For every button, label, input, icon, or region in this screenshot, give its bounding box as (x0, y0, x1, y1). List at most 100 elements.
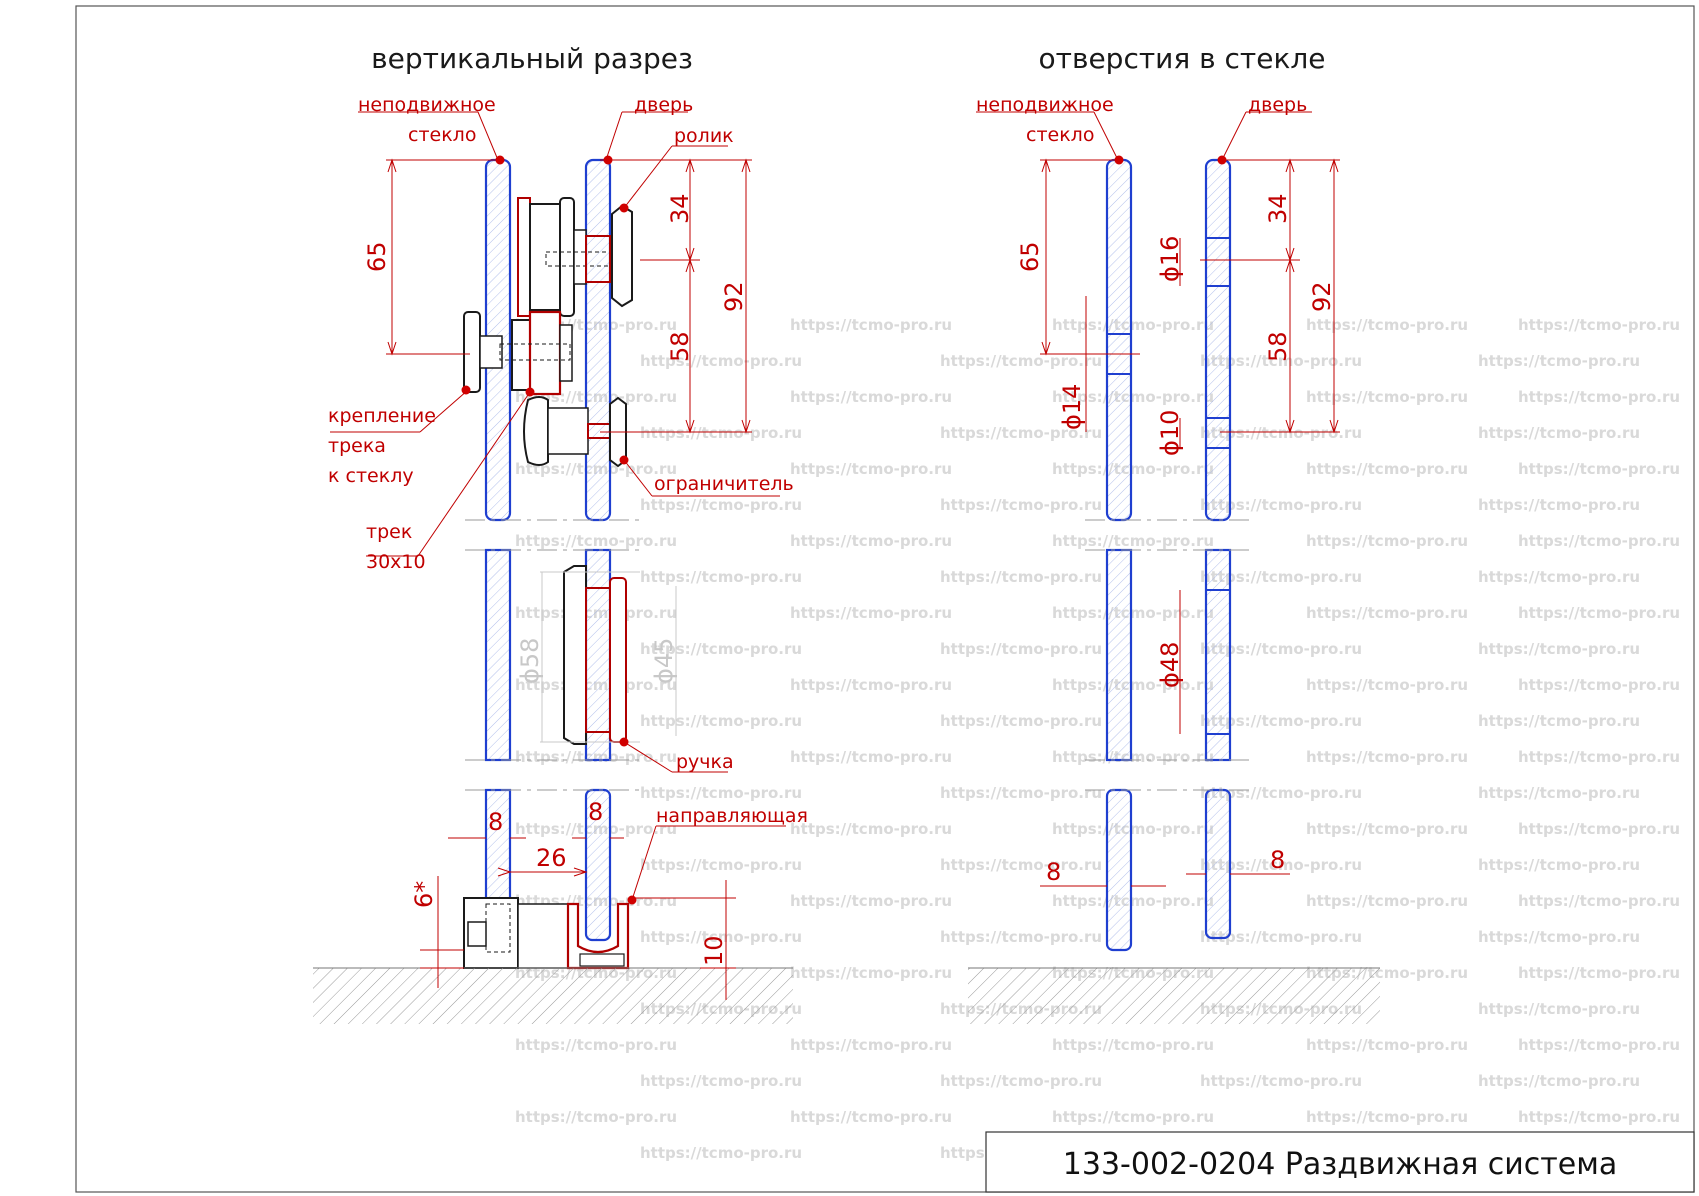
watermark-text: https://tcmo-pro.ru (1200, 928, 1362, 946)
watermark-text: https://tcmo-pro.ru (1200, 784, 1362, 802)
watermark-text: https://tcmo-pro.ru (1478, 568, 1640, 586)
watermark-text: https://tcmo-pro.ru (1518, 388, 1680, 406)
watermark-text: https://tcmo-pro.ru (1306, 676, 1468, 694)
watermark-text: https://tcmo-pro.ru (1518, 820, 1680, 838)
sheet-frame (75, 5, 1695, 1193)
watermark-text: https://tcmo-pro.ru (790, 604, 952, 622)
watermark-text: https://tcmo-pro.ru (790, 316, 952, 334)
watermark-text: https://tcmo-pro.ru (1306, 316, 1468, 334)
watermark-text: https://tcmo-pro.ru (1306, 748, 1468, 766)
watermark-text: https://tcmo-pro.ru (1518, 316, 1680, 334)
watermark-text: https://tcmo-pro.ru (1306, 1036, 1468, 1054)
watermark-text: https://tcmo-pro.ru (1478, 712, 1640, 730)
watermark-text: https://tcmo-pro.ru (515, 1108, 677, 1126)
label-door-right: дверь (1248, 94, 1307, 116)
watermark-text: https://tcmo-pro.ru (640, 784, 802, 802)
watermark-text: https://tcmo-pro.ru (940, 568, 1102, 586)
watermark-text: https://tcmo-pro.ru (940, 424, 1102, 442)
watermark-text: https://tcmo-pro.ru (1306, 460, 1468, 478)
dim-65-right: 65 (1016, 241, 1044, 272)
watermark-text: https://tcmo-pro.ru (790, 460, 952, 478)
label-handle: ручка (676, 751, 734, 773)
label-fixed-glass-2: стекло (408, 124, 476, 146)
watermark-text: https://tcmo-pro.ru (940, 928, 1102, 946)
watermark-text: https://tcmo-pro.ru (1306, 388, 1468, 406)
label-fixed-glass: неподвижное (358, 94, 496, 116)
label-stopper: ограничитель (654, 473, 794, 495)
dim-8-left: 8 (488, 808, 503, 836)
fixed-glass-holes (1105, 158, 1133, 952)
dim-dia48: ϕ48 (1156, 642, 1184, 688)
watermark-text: https://tcmo-pro.ru (790, 892, 952, 910)
watermark-text: https://tcmo-pro.ru (640, 928, 802, 946)
floor-left (313, 968, 793, 1024)
watermark-text: https://tcmo-pro.ru (1306, 820, 1468, 838)
watermark-text: https://tcmo-pro.ru (790, 964, 952, 982)
title-glass-holes: отверстия в стекле (1039, 42, 1326, 75)
watermark-text: https://tcmo-pro.ru (790, 676, 952, 694)
dim-58: 58 (666, 331, 694, 362)
watermark-text: https://tcmo-pro.ru (1478, 784, 1640, 802)
dim-10: 10 (700, 935, 728, 966)
watermark-text: https://tcmo-pro.ru (790, 1036, 952, 1054)
watermark-text: https://tcmo-pro.ru (1052, 892, 1214, 910)
dim-6: 6* (410, 881, 438, 908)
watermark-text: https://tcmo-pro.ru (1518, 1108, 1680, 1126)
dim-dia45: ϕ45 (650, 638, 678, 684)
watermark-text: https://tcmo-pro.ru (640, 496, 802, 514)
watermark-text: https://tcmo-pro.ru (940, 856, 1102, 874)
watermark-text: https://tcmo-pro.ru (1200, 424, 1362, 442)
watermark-text: https://tcmo-pro.ru (1518, 1036, 1680, 1054)
watermark-text: https://tcmo-pro.ru (1478, 424, 1640, 442)
watermark-text: https://tcmo-pro.ru (1518, 604, 1680, 622)
watermark-text: https://tcmo-pro.ru (1518, 532, 1680, 550)
watermark-text: https://tcmo-pro.ru (1200, 352, 1362, 370)
watermark-text: https://tcmo-pro.ru (1306, 532, 1468, 550)
drawing-title-stamp: 133-002-0204 Раздвижная система (1063, 1147, 1617, 1182)
watermark-text: https://tcmo-pro.ru (1052, 748, 1214, 766)
watermark-text: https://tcmo-pro.ru (640, 640, 802, 658)
watermark-text: https://tcmo-pro.ru (1478, 640, 1640, 658)
watermark-text: https://tcmo-pro.ru (640, 1144, 802, 1162)
watermark-text: https://tcmo-pro.ru (1518, 964, 1680, 982)
dim-34-right: 34 (1264, 193, 1292, 224)
dim-92-right: 92 (1308, 281, 1336, 312)
label-mount-3: к стеклу (328, 465, 414, 487)
dim-dia14: ϕ14 (1058, 384, 1086, 430)
dim-dia10: ϕ10 (1156, 410, 1184, 456)
watermark-text: https://tcmo-pro.ru (1478, 1000, 1640, 1018)
watermark-text: https://tcmo-pro.ru (940, 640, 1102, 658)
watermark-text: https://tcmo-pro.ru (1518, 460, 1680, 478)
watermark-text: https://tcmo-pro.ru (640, 424, 802, 442)
watermark-text: https://tcmo-pro.ru (790, 748, 952, 766)
watermark-text: https://tcmo-pro.ru (940, 1072, 1102, 1090)
watermark-text: https://tcmo-pro.ru (1200, 496, 1362, 514)
watermark-text: https://tcmo-pro.ru (940, 496, 1102, 514)
watermark-text: https://tcmo-pro.ru (1200, 1072, 1362, 1090)
dim-65: 65 (363, 241, 391, 272)
watermark-text: https://tcmo-pro.ru (1052, 388, 1214, 406)
watermark-text: https://tcmo-pro.ru (1200, 712, 1362, 730)
watermark-text: https://tcmo-pro.ru (1052, 676, 1214, 694)
watermark-text: https://tcmo-pro.ru (790, 820, 952, 838)
watermark-text: https://tcmo-pro.ru (1478, 496, 1640, 514)
watermark-text: https://tcmo-pro.ru (1306, 604, 1468, 622)
dim-34: 34 (666, 193, 694, 224)
watermark-text: https://tcmo-pro.ru (1052, 1108, 1214, 1126)
watermark-text: https://tcmo-pro.ru (1052, 1036, 1214, 1054)
watermark-layer: https://tcmo-pro.ru https://tcmo-pro.ru ht… (515, 316, 1680, 1162)
watermark-text: https://tcmo-pro.ru (1052, 532, 1214, 550)
label-door: дверь (634, 94, 693, 116)
label-fixed-glass-right: неподвижное (976, 94, 1114, 116)
label-track: трек (366, 521, 412, 543)
handle (540, 565, 640, 745)
watermark-text: https://tcmo-pro.ru (1052, 820, 1214, 838)
floor-right (968, 968, 1380, 1024)
watermark-text: https://tcmo-pro.ru (1052, 460, 1214, 478)
dim-8-right-a: 8 (1046, 858, 1061, 886)
watermark-text: https://tcmo-pro.ru (790, 532, 952, 550)
dim-58-right: 58 (1264, 331, 1292, 362)
roller-assembly (517, 197, 633, 317)
watermark-text: https://tcmo-pro.ru (1306, 892, 1468, 910)
